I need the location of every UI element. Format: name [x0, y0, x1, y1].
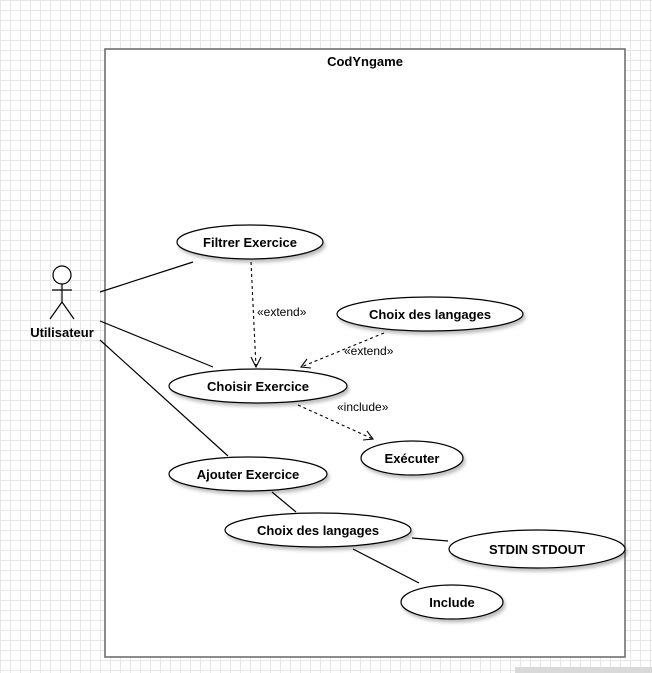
actor-utilisateur[interactable]: Utilisateur [30, 265, 94, 340]
dependency-extend-choix[interactable] [299, 332, 385, 369]
assoc-choix-stdin[interactable] [411, 537, 449, 542]
actor-label: Utilisateur [30, 325, 94, 340]
assoc-choix-include[interactable] [352, 548, 420, 584]
use-case-filtrer-exercice[interactable]: Filtrer Exercice [176, 224, 324, 260]
use-case-executer[interactable]: Exécuter [360, 440, 464, 476]
use-case-label: Choisir Exercice [207, 379, 309, 394]
dependency-include-executer[interactable] [297, 404, 375, 441]
label-extend-choix: «extend» [344, 344, 394, 358]
assoc-ajouter-choix[interactable] [271, 491, 297, 513]
assoc-actor-choisir[interactable] [99, 320, 214, 368]
label-include-executer: «include» [337, 400, 389, 414]
use-case-choisir-exercice[interactable]: Choisir Exercice [168, 368, 348, 404]
use-case-label: STDIN STDOUT [489, 542, 585, 557]
dependency-extend-filtrer[interactable] [250, 261, 262, 369]
assoc-actor-filtrer[interactable] [99, 261, 194, 293]
use-case-choix-des-langages-top[interactable]: Choix des langages [336, 296, 524, 332]
use-case-stdin-stdout[interactable]: STDIN STDOUT [448, 529, 626, 569]
use-case-label: Include [429, 595, 475, 610]
system-title: CodYngame [327, 54, 403, 69]
assoc-actor-ajouter[interactable] [99, 339, 229, 457]
actor-left-leg [49, 301, 63, 320]
use-case-label: Choix des langages [257, 523, 379, 538]
actor-right-leg [61, 301, 75, 320]
canvas-edge-shade [515, 667, 652, 673]
use-case-label: Choix des langages [369, 307, 491, 322]
use-case-include[interactable]: Include [400, 584, 504, 620]
use-case-label: Exécuter [385, 451, 440, 466]
use-case-label: Filtrer Exercice [203, 235, 297, 250]
use-case-label: Ajouter Exercice [197, 467, 300, 482]
use-case-ajouter-exercice[interactable]: Ajouter Exercice [168, 456, 328, 492]
use-case-choix-des-langages-bottom[interactable]: Choix des langages [224, 512, 412, 548]
label-extend-filtrer: «extend» [257, 305, 307, 319]
actor-head [52, 265, 72, 285]
